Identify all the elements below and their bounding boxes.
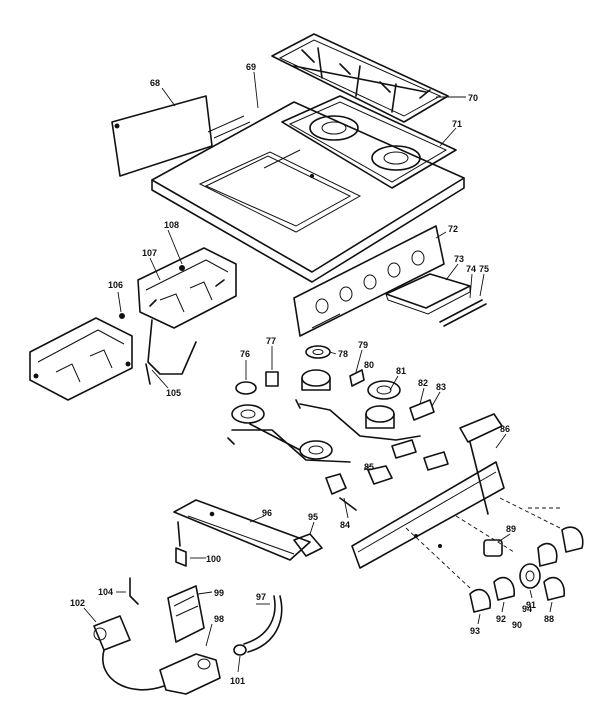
callout-69: 69 [246, 62, 256, 72]
callout-75: 75 [479, 264, 489, 274]
callout-68: 68 [150, 78, 160, 88]
callout-93: 93 [470, 626, 480, 636]
part-main-cooktop [151, 71, 465, 283]
part-front-panel [293, 225, 447, 337]
callout-84: 84 [340, 520, 350, 530]
callout-97: 97 [256, 592, 266, 602]
part-control-knobs [405, 497, 584, 625]
part-burner-box-panel [111, 87, 213, 177]
part-manifold-rail [351, 413, 507, 569]
callout-85: 85 [364, 462, 374, 472]
part-regulator-assembly [83, 577, 283, 695]
callout-91: 91 [526, 600, 536, 610]
callout-101: 101 [230, 676, 245, 686]
callout-79: 79 [358, 340, 368, 350]
part-burner-grate [271, 33, 466, 123]
callout-96: 96 [262, 508, 272, 518]
callout-107: 107 [142, 248, 157, 258]
callout-108: 108 [164, 220, 179, 230]
part-rear-burner-support [137, 229, 237, 329]
callout-90: 90 [512, 620, 522, 630]
part-bracket [385, 263, 487, 327]
callout-100: 100 [206, 554, 221, 564]
callout-95: 95 [308, 512, 318, 522]
callout-105: 105 [166, 388, 181, 398]
callout-73: 73 [454, 254, 464, 264]
callout-86: 86 [500, 424, 510, 434]
callout-94: 94 [522, 604, 532, 614]
callout-76: 76 [240, 349, 250, 359]
callout-102: 102 [70, 598, 85, 608]
part-burner-bar [173, 499, 323, 567]
part-burner-manifold-assembly [227, 345, 449, 519]
part-front-burner-support [29, 291, 133, 401]
callout-74: 74 [466, 264, 476, 274]
callout-98: 98 [214, 614, 224, 624]
callout-106: 106 [108, 280, 123, 290]
part-tubing [145, 319, 197, 389]
part-burner-pan [281, 95, 457, 189]
callout-labels: 68 69 70 71 72 73 74 75 76 77 78 79 80 8… [70, 62, 554, 686]
callout-89: 89 [506, 524, 516, 534]
callout-104: 104 [98, 587, 113, 597]
callout-72: 72 [448, 224, 458, 234]
callout-80: 80 [364, 360, 374, 370]
callout-71: 71 [452, 119, 462, 129]
callout-77: 77 [266, 336, 276, 346]
callout-70: 70 [468, 93, 478, 103]
callout-78: 78 [338, 349, 348, 359]
callout-88: 88 [544, 614, 554, 624]
callout-99: 99 [214, 588, 224, 598]
callout-92: 92 [496, 614, 506, 624]
callout-82: 82 [418, 378, 428, 388]
callout-83: 83 [436, 382, 446, 392]
callout-81: 81 [396, 366, 406, 376]
